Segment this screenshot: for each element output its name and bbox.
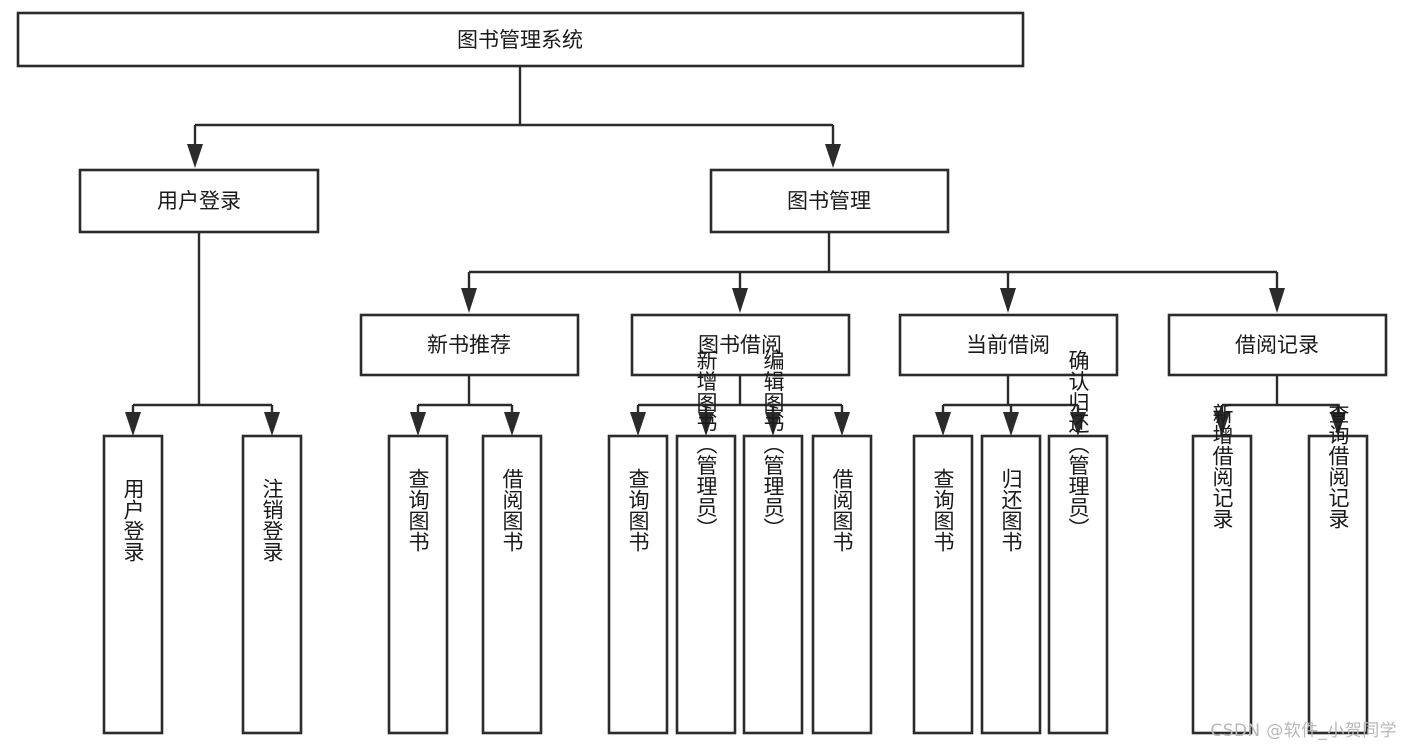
node-book-borrow-label: 图书借阅 (698, 333, 782, 357)
leaf-box-new-book-1[interactable] (387, 434, 449, 735)
arrow-head-to-current-borrow (1000, 288, 1016, 313)
leaf-node-book-borrow-1[interactable]: 查询图书 (607, 434, 669, 735)
leaf-label-book-borrow-4: 借阅图书 (830, 468, 854, 552)
arrow-head-borrow-record-leaf-1 (1214, 412, 1230, 436)
node-current-borrow-box[interactable] (898, 313, 1119, 377)
connector-group-new-book-recommend (410, 375, 520, 436)
leaf-box-current-borrow-1[interactable] (912, 434, 974, 735)
leaf-node-borrow-record-1[interactable]: 新增借阅记录 (1191, 403, 1253, 735)
node-borrow-record[interactable]: 借阅记录 (1167, 313, 1388, 377)
arrow-head-book-borrow-leaf-3 (765, 412, 781, 436)
connector-group-borrow-record (1214, 375, 1346, 436)
arrow-head-to-book-borrow (732, 288, 748, 313)
leaf-label-current-borrow-3: 确认归还（管理员） (1066, 350, 1090, 539)
leaf-box-borrow-record-2[interactable] (1307, 434, 1369, 735)
leaf-node-user-login-1[interactable]: 用户登录 (102, 434, 164, 735)
leaf-label-new-book-1: 查询图书 (406, 468, 430, 552)
leaf-label-borrow-record-1: 新增借阅记录 (1210, 403, 1234, 529)
arrow-head-current-borrow-leaf-3 (1070, 412, 1086, 436)
leaf-box-book-borrow-1[interactable] (607, 434, 669, 735)
leaf-label-new-book-2: 借阅图书 (500, 468, 524, 552)
leaf-label-current-borrow-1: 查询图书 (931, 468, 955, 552)
leaf-box-user-login-2[interactable] (241, 434, 303, 735)
leaf-box-book-borrow-4[interactable] (811, 434, 873, 735)
connector-group-book-borrow (630, 375, 850, 436)
connector-group-user-login (125, 232, 280, 436)
node-book-manage-box[interactable] (709, 168, 950, 234)
arrow-head-user-login-leaf-1 (125, 412, 141, 436)
arrow-head-user-login-leaf-2 (264, 412, 280, 436)
leaf-node-new-book-1[interactable]: 查询图书 (387, 434, 449, 735)
node-borrow-record-box[interactable] (1167, 313, 1388, 377)
leaf-box-user-login-1[interactable] (102, 434, 164, 735)
leaf-node-borrow-record-2[interactable]: 查询借阅记录 (1307, 403, 1369, 735)
leaf-label-book-borrow-2: 新增图书（管理员） (694, 350, 718, 539)
node-borrow-record-label: 借阅记录 (1235, 333, 1319, 357)
arrow-head-to-borrow-record (1269, 288, 1285, 313)
leaf-box-borrow-record-1[interactable] (1191, 434, 1253, 735)
node-book-manage-label: 图书管理 (787, 189, 871, 213)
leaf-node-new-book-2[interactable]: 借阅图书 (481, 434, 543, 735)
connector-group-current-borrow (935, 375, 1086, 436)
node-root-system-label: 图书管理系统 (457, 28, 583, 52)
leaf-box-current-borrow-2[interactable] (980, 434, 1042, 735)
leaf-box-book-borrow-2[interactable] (675, 434, 737, 735)
node-book-manage[interactable]: 图书管理 (709, 168, 950, 234)
arrow-head-book-borrow-leaf-1 (630, 412, 646, 436)
connector-group-root (187, 66, 841, 168)
leaf-node-current-borrow-1[interactable]: 查询图书 (912, 434, 974, 735)
leaf-box-book-borrow-3[interactable] (742, 434, 804, 735)
leaf-label-borrow-record-2: 查询借阅记录 (1326, 403, 1350, 529)
node-new-book-recommend-label: 新书推荐 (427, 333, 511, 357)
arrow-head-current-borrow-leaf-1 (935, 412, 951, 436)
leaf-box-new-book-2[interactable] (481, 434, 543, 735)
arrow-head-new-book-leaf-2 (504, 412, 520, 436)
leaf-node-current-borrow-3[interactable]: 确认归还（管理员） (1047, 350, 1109, 735)
arrow-head-root-to-book-manage (825, 144, 841, 168)
node-root-system[interactable]: 图书管理系统 (16, 11, 1025, 68)
node-user-login[interactable]: 用户登录 (78, 168, 320, 234)
node-new-book-recommend[interactable]: 新书推荐 (359, 313, 580, 377)
leaf-node-current-borrow-2[interactable]: 归还图书 (980, 434, 1042, 735)
node-user-login-label: 用户登录 (157, 189, 241, 213)
leaf-label-book-borrow-3: 编辑图书（管理员） (761, 350, 785, 539)
leaf-node-book-borrow-2[interactable]: 新增图书（管理员） (675, 350, 737, 735)
leaf-label-user-login-1: 用户登录 (121, 478, 145, 562)
leaf-label-book-borrow-1: 查询图书 (626, 468, 650, 552)
arrow-head-new-book-leaf-1 (410, 412, 426, 436)
node-current-borrow-label: 当前借阅 (966, 333, 1050, 357)
node-book-borrow[interactable]: 图书借阅 (630, 313, 851, 377)
arrow-head-current-borrow-leaf-2 (1003, 412, 1019, 436)
arrow-head-book-borrow-leaf-2 (698, 412, 714, 436)
leaf-node-user-login-2[interactable]: 注销登录 (241, 434, 303, 735)
connector-group-book-manage (461, 232, 1285, 313)
leaf-box-current-borrow-3[interactable] (1047, 434, 1109, 735)
node-root-system-box[interactable] (16, 11, 1025, 68)
node-current-borrow[interactable]: 当前借阅 (898, 313, 1119, 377)
arrow-head-book-borrow-leaf-4 (834, 412, 850, 436)
leaf-label-user-login-2: 注销登录 (260, 478, 284, 562)
node-book-borrow-box[interactable] (630, 313, 851, 377)
leaf-label-current-borrow-2: 归还图书 (999, 468, 1023, 552)
leaf-node-book-borrow-4[interactable]: 借阅图书 (811, 434, 873, 735)
leaf-node-book-borrow-3[interactable]: 编辑图书（管理员） (742, 350, 804, 735)
arrow-head-root-to-user-login (187, 144, 203, 168)
node-user-login-box[interactable] (78, 168, 320, 234)
arrow-head-borrow-record-leaf-2 (1330, 412, 1346, 436)
arrow-head-to-new-book-recommend (461, 288, 477, 313)
node-new-book-recommend-box[interactable] (359, 313, 580, 377)
